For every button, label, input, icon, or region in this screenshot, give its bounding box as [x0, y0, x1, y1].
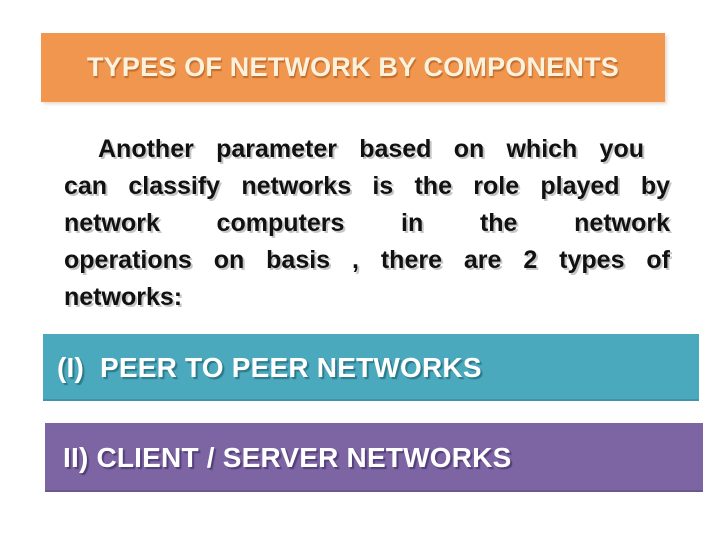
slide-title: TYPES OF NETWORK BY COMPONENTS: [86, 52, 620, 82]
client-server-networks-bar: II) CLIENT / SERVER NETWORKS: [45, 423, 703, 492]
body-paragraph: Another parameter based on which you can…: [64, 131, 670, 316]
paragraph-line: network computers in the network: [64, 209, 670, 237]
paragraph-line: Another parameter based on which you: [98, 135, 644, 163]
client-server-networks-label: II) CLIENT / SERVER NETWORKS: [63, 441, 512, 473]
slide-title-bar: TYPES OF NETWORK BY COMPONENTS: [41, 33, 665, 102]
paragraph-line: networks:: [64, 283, 183, 311]
peer-to-peer-networks-label: (I) PEER TO PEER NETWORKS: [57, 351, 482, 383]
paragraph-line: can classify networks is the role played…: [64, 172, 670, 200]
paragraph-line: operations on basis , there are 2 types …: [64, 246, 670, 274]
peer-to-peer-networks-bar: (I) PEER TO PEER NETWORKS: [43, 334, 699, 401]
